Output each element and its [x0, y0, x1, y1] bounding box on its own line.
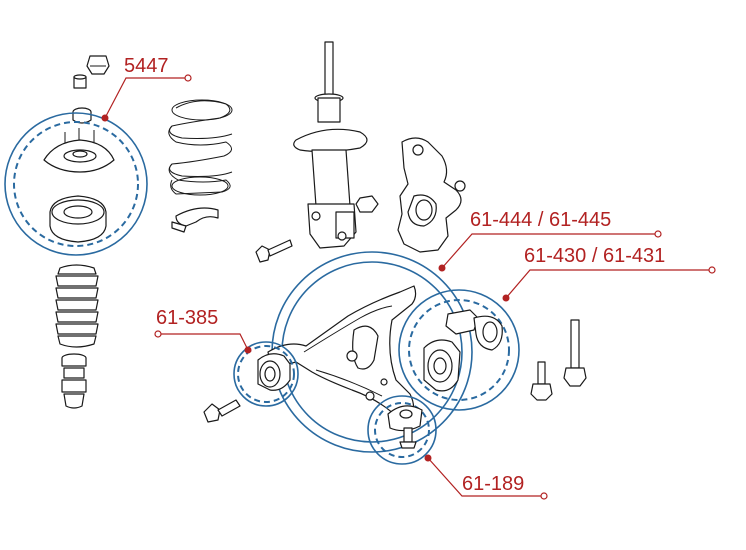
- front-bushing-ring-outer: [233, 341, 299, 407]
- ball-joint-ring-inner: [374, 402, 430, 458]
- strut-assembly: [293, 41, 368, 249]
- ball-joint: [387, 405, 423, 449]
- knuckle-bolt: [255, 239, 293, 263]
- callout-front-bushing: 61-385: [156, 307, 218, 329]
- rear-bushing-ring-inner: [408, 299, 510, 401]
- dust-boot: [55, 264, 99, 348]
- callout-5447: 5447: [124, 55, 169, 77]
- rear-bushing-bracket: [445, 309, 503, 351]
- coil-spring: [168, 99, 233, 196]
- short-bolt: [530, 361, 553, 401]
- strut-bearing: [49, 195, 107, 243]
- callout-rear-bushing: 61-430 / 61-431: [524, 245, 665, 267]
- spring-seat: [171, 207, 219, 233]
- mount-ring-inner: [13, 121, 139, 247]
- strut-top-mount: [43, 128, 115, 173]
- top-nut: [86, 55, 110, 75]
- front-bushing-ring-inner: [237, 345, 295, 403]
- small-bushing: [72, 107, 92, 124]
- lower-control-arm: [267, 285, 417, 421]
- bump-stop: [61, 353, 87, 409]
- mount-ring-outer: [4, 112, 148, 256]
- strut-mount-stack: [4, 55, 148, 409]
- front-bushing: [257, 353, 291, 391]
- front-arm-bolt: [203, 399, 241, 423]
- rear-bushing: [423, 339, 461, 392]
- callout-lower-arm: 61-444 / 61-445: [470, 209, 611, 231]
- callout-ball-joint: 61-189: [462, 473, 524, 495]
- long-bolt: [563, 319, 587, 387]
- steering-knuckle: [397, 137, 466, 253]
- strut-nut: [355, 195, 379, 213]
- ball-joint-ring-outer: [367, 395, 437, 465]
- washer: [73, 74, 87, 89]
- rear-bushing-ring-outer: [398, 289, 520, 411]
